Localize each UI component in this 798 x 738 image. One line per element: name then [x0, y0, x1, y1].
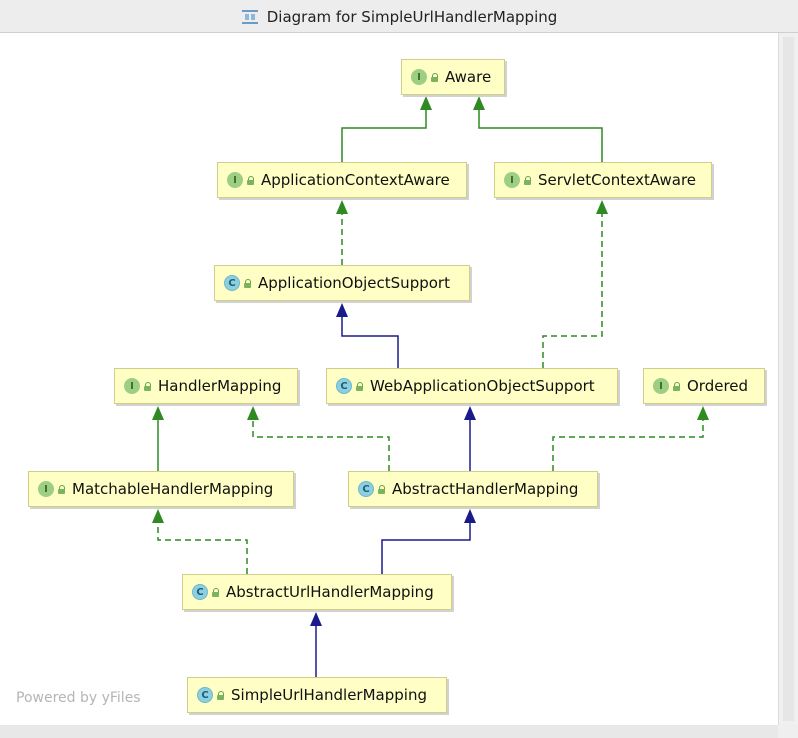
node-simple-url-handler-mapping[interactable]: C SimpleUrlHandlerMapping	[187, 677, 447, 713]
title-wrap: Diagram for SimpleUrlHandlerMapping	[0, 0, 798, 33]
scroll-corner	[778, 725, 798, 738]
edge-abshandler-ordered	[552, 419, 704, 471]
arrowhead-absurl-abshandler	[464, 509, 476, 523]
powered-by-watermark: Powered by yFiles	[16, 690, 141, 706]
public-lock-icon	[356, 381, 364, 391]
node-label: ApplicationContextAware	[261, 171, 450, 189]
node-label: AbstractHandlerMapping	[392, 480, 579, 498]
arrowhead-webappobj-appobj	[336, 303, 348, 317]
arrowhead-webappobj-servletctx	[596, 200, 608, 214]
arrowhead-servletctxaware-aware	[473, 96, 485, 110]
node-label: Ordered	[687, 377, 749, 395]
arrowhead-simpleurl-absurl	[310, 612, 322, 626]
edge-abshandler-handlermapping	[252, 419, 390, 471]
public-lock-icon	[247, 175, 255, 185]
node-abstract-url-handler-mapping[interactable]: C AbstractUrlHandlerMapping	[182, 574, 452, 610]
class-icon: C	[197, 687, 213, 703]
public-lock-icon	[217, 690, 225, 700]
node-application-object-support[interactable]: C ApplicationObjectSupport	[214, 265, 470, 301]
arrowhead-abshandler-handlermapping	[247, 406, 259, 420]
arrowhead-appobjsupport-appctxaware	[336, 200, 348, 214]
node-label: HandlerMapping	[158, 377, 282, 395]
public-lock-icon	[378, 484, 386, 494]
node-label: MatchableHandlerMapping	[72, 480, 274, 498]
edge-webappobj-appobj	[341, 316, 399, 368]
node-ordered[interactable]: I Ordered	[643, 368, 765, 404]
edge-appctxaware-aware	[341, 109, 427, 162]
interface-icon: I	[504, 172, 520, 188]
node-servlet-context-aware[interactable]: I ServletContextAware	[494, 162, 712, 198]
edge-layer	[152, 96, 709, 677]
public-lock-icon	[58, 484, 66, 494]
arrowhead-appctxaware-aware	[420, 96, 432, 110]
arrowhead-abshandler-ordered	[697, 406, 709, 420]
public-lock-icon	[244, 278, 252, 288]
node-application-context-aware[interactable]: I ApplicationContextAware	[217, 162, 467, 198]
public-lock-icon	[673, 381, 681, 391]
node-web-application-object-support[interactable]: C WebApplicationObjectSupport	[326, 368, 618, 404]
node-label: SimpleUrlHandlerMapping	[231, 686, 427, 704]
window-titlebar: Diagram for SimpleUrlHandlerMapping	[0, 0, 798, 33]
node-label: ApplicationObjectSupport	[258, 274, 450, 292]
diagram-icon	[241, 9, 259, 25]
interface-icon: I	[653, 378, 669, 394]
edge-absurl-matchable	[157, 522, 248, 574]
arrowhead-matchable-handlermapping	[152, 406, 164, 420]
public-lock-icon	[524, 175, 532, 185]
node-handler-mapping[interactable]: I HandlerMapping	[114, 368, 298, 404]
interface-icon: I	[124, 378, 140, 394]
vertical-scrollbar[interactable]	[778, 33, 798, 725]
edge-servletctxaware-aware	[478, 109, 603, 162]
abstract-class-icon: C	[224, 275, 240, 291]
node-abstract-handler-mapping[interactable]: C AbstractHandlerMapping	[348, 471, 598, 507]
node-aware[interactable]: I Aware	[401, 59, 505, 95]
interface-icon: I	[227, 172, 243, 188]
public-lock-icon	[212, 587, 220, 597]
edge-absurl-abshandler	[381, 522, 471, 574]
node-matchable-handler-mapping[interactable]: I MatchableHandlerMapping	[28, 471, 294, 507]
public-lock-icon	[144, 381, 152, 391]
interface-icon: I	[411, 69, 427, 85]
arrowhead-abshandler-webappobj	[464, 406, 476, 420]
window-title: Diagram for SimpleUrlHandlerMapping	[266, 7, 558, 26]
node-label: WebApplicationObjectSupport	[370, 377, 595, 395]
scroll-track[interactable]	[783, 37, 794, 721]
node-label: ServletContextAware	[538, 171, 697, 189]
abstract-class-icon: C	[336, 378, 352, 394]
interface-icon: I	[38, 481, 54, 497]
arrowhead-absurl-matchable	[152, 509, 164, 523]
node-label: AbstractUrlHandlerMapping	[226, 583, 434, 601]
edge-webappobj-servletctx	[542, 213, 603, 368]
public-lock-icon	[431, 72, 439, 82]
horizontal-scrollbar[interactable]	[0, 725, 778, 738]
node-label: Aware	[445, 68, 492, 86]
abstract-class-icon: C	[192, 584, 208, 600]
abstract-class-icon: C	[358, 481, 374, 497]
